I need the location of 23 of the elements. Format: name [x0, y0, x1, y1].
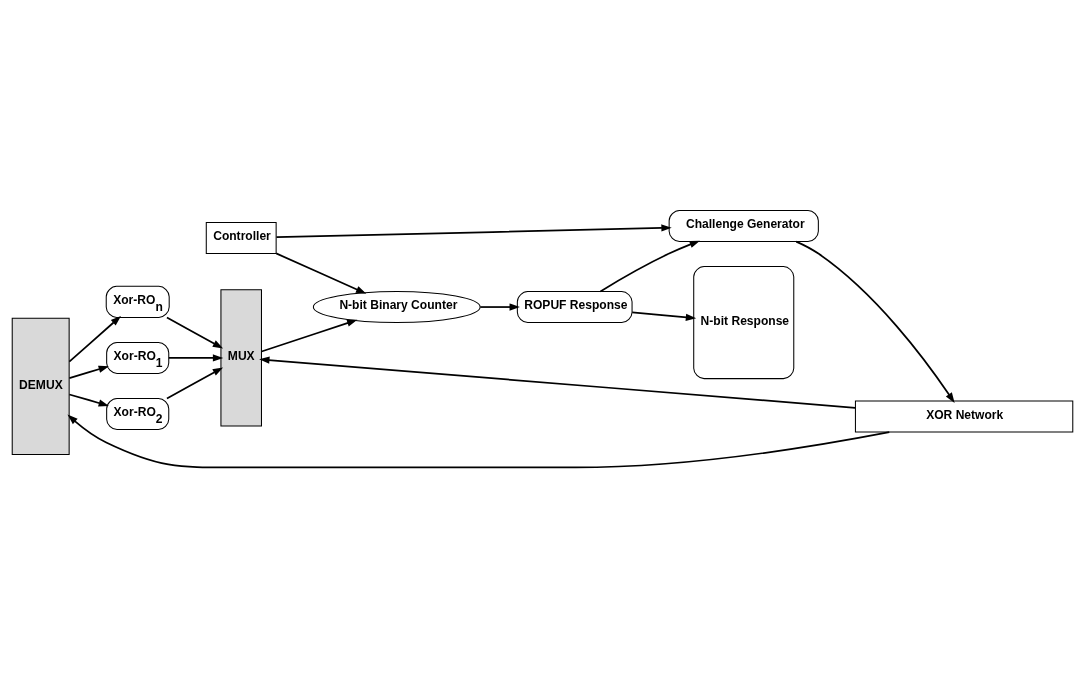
arrow — [599, 240, 700, 293]
arrow — [68, 315, 122, 363]
node-box: N-bit Response — [693, 266, 795, 380]
arrow — [166, 367, 224, 400]
node-box: ROPUF Response — [516, 291, 633, 324]
node-box: Controller — [205, 222, 277, 255]
arrow — [275, 252, 367, 294]
node-box: MUX — [220, 289, 262, 427]
arrow — [479, 303, 520, 311]
arrow — [67, 414, 891, 469]
arrow — [166, 316, 224, 349]
arrow — [68, 393, 109, 407]
arrow — [275, 224, 672, 239]
arrow — [795, 240, 955, 403]
node-box: Challenge Generator — [668, 209, 819, 242]
node-ellipse: N-bit Binary Counter — [312, 291, 481, 324]
arrow — [68, 365, 109, 379]
arrow — [631, 311, 697, 321]
node-box: DEMUX — [11, 317, 70, 456]
arrow — [167, 354, 224, 362]
arrow — [260, 319, 358, 353]
node-box: XOR Network — [854, 400, 1074, 433]
arrow — [259, 356, 857, 409]
